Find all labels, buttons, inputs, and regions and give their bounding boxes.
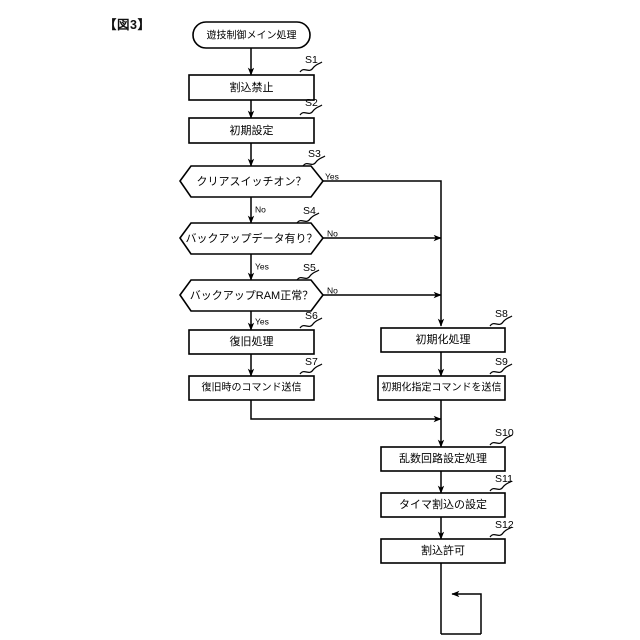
- step-label-s10: S10: [495, 427, 514, 439]
- node-s7[interactable]: 復旧時のコマンド送信: [188, 375, 315, 401]
- edge-s7-to-trunk: [250, 400, 442, 423]
- leader-s4: [296, 212, 320, 224]
- node-s7-label: 復旧時のコマンド送信: [202, 381, 302, 394]
- leader-s3: [302, 155, 326, 167]
- node-s1-label: 割込禁止: [230, 80, 274, 94]
- node-start[interactable]: 遊技制御メイン処理: [192, 21, 311, 49]
- leader-s12: [489, 526, 513, 538]
- node-s2-label: 初期設定: [230, 123, 274, 137]
- edge-loop-back: [451, 590, 482, 634]
- leader-s2: [299, 104, 323, 116]
- branch-label-s3-no: No: [255, 204, 266, 214]
- branch-label-s4-yes: Yes: [255, 261, 269, 271]
- leader-s7: [299, 363, 323, 375]
- node-s5-label: バックアップRAM正常？: [190, 289, 313, 302]
- node-s9-label: 初期化指定コマンドを送信: [382, 381, 502, 394]
- edge-s3-yes-to-trunk: [323, 180, 445, 327]
- step-label-s5: S5: [303, 262, 316, 274]
- step-label-s11: S11: [495, 473, 513, 485]
- step-label-s3: S3: [308, 148, 321, 160]
- leader-s10: [489, 434, 513, 446]
- leader-s11: [489, 480, 513, 492]
- leader-s1: [299, 61, 323, 73]
- leader-s9: [489, 363, 513, 375]
- step-label-s1: S1: [305, 54, 318, 66]
- node-s3[interactable]: クリアスイッチオン？: [179, 165, 325, 198]
- branch-label-s5-no: No: [327, 285, 338, 295]
- step-label-s9: S9: [495, 356, 508, 368]
- figure-label: 【図3】: [104, 18, 151, 32]
- node-s12[interactable]: 割込許可: [380, 538, 506, 564]
- step-label-s12: S12: [495, 519, 514, 531]
- step-label-s6: S6: [305, 310, 318, 322]
- node-s9[interactable]: 初期化指定コマンドを送信: [377, 375, 506, 401]
- node-s6-label: 復旧処理: [230, 335, 274, 348]
- step-label-s7: S7: [305, 356, 318, 368]
- branch-label-s3-yes: Yes: [325, 171, 339, 181]
- node-s10[interactable]: 乱数回路設定処理: [380, 446, 506, 472]
- step-label-s8: S8: [495, 308, 508, 320]
- node-s12-label: 割込許可: [421, 543, 465, 557]
- node-s4[interactable]: バックアップデータ有り？: [179, 222, 325, 255]
- leader-s5: [296, 269, 320, 281]
- node-s8[interactable]: 初期化処理: [380, 327, 506, 353]
- leader-s8: [489, 315, 513, 327]
- branch-label-s4-no: No: [327, 228, 338, 238]
- node-s2[interactable]: 初期設定: [188, 117, 315, 144]
- node-s4-label: バックアップデータ有り？: [186, 231, 318, 245]
- node-s11-label: タイマ割込の設定: [399, 497, 487, 511]
- node-s11[interactable]: タイマ割込の設定: [380, 492, 506, 518]
- branch-label-s5-yes: Yes: [255, 316, 269, 326]
- node-s10-label: 乱数回路設定処理: [399, 451, 487, 465]
- node-s6[interactable]: 復旧処理: [188, 329, 315, 355]
- step-label-s2: S2: [305, 97, 318, 109]
- node-s5[interactable]: バックアップRAM正常？: [179, 279, 325, 312]
- node-start-label: 遊技制御メイン処理: [207, 29, 297, 42]
- node-s8-label: 初期化処理: [416, 332, 471, 346]
- node-s3-label: クリアスイッチオン？: [197, 175, 307, 188]
- step-label-s4: S4: [303, 205, 316, 217]
- node-s1[interactable]: 割込禁止: [188, 74, 315, 101]
- leader-s6: [299, 317, 323, 329]
